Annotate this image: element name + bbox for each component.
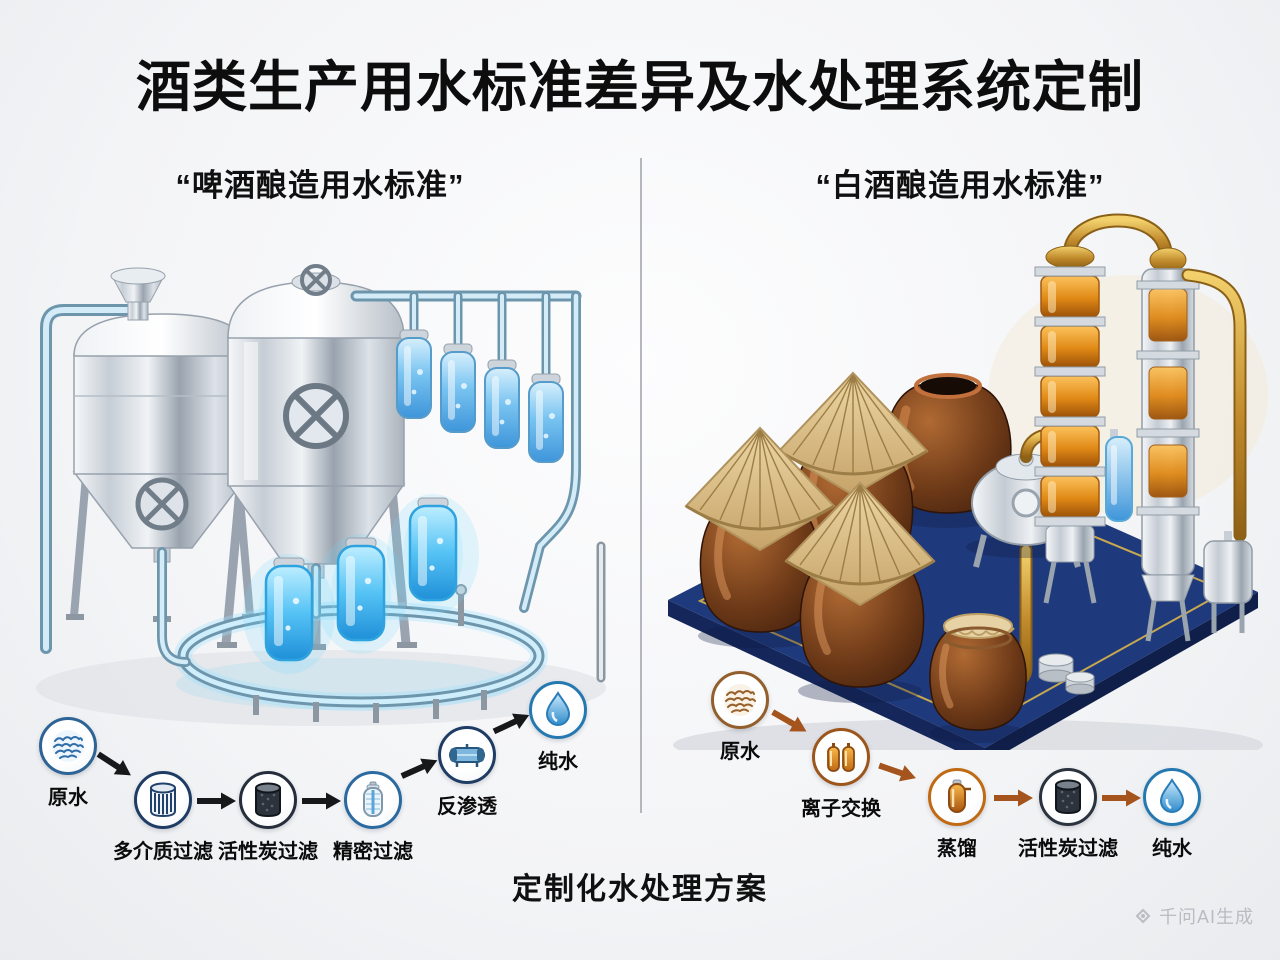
- flow-step-pure-water: 纯水: [529, 681, 587, 773]
- watermark: 千问AI生成: [1134, 903, 1254, 929]
- pipe-risers: [157, 541, 606, 683]
- baijiu-subtitle: “白酒酿造用水标准”: [815, 168, 1105, 203]
- footer-title: 定制化水处理方案: [512, 873, 768, 906]
- receiver-tank: [1203, 531, 1253, 633]
- fermenter-tank-left: [66, 267, 260, 622]
- flow-step-carbon-filter: 活性炭过滤: [218, 771, 318, 863]
- condenser-cylinder: [1105, 429, 1133, 522]
- flow-step-ion-exchange: 离子交换: [801, 728, 881, 820]
- flow-step-multimedia-filter: 多介质过滤: [113, 771, 213, 863]
- flow-step-reverse-osmosis: 反渗透: [437, 726, 497, 818]
- paper-lid-jar: [929, 613, 1027, 743]
- flow-step-distillation: 蒸馏: [928, 768, 986, 860]
- distillation-icon: [928, 768, 986, 826]
- flow-step-label: 离子交换: [801, 798, 881, 820]
- ceramic-jar: [784, 481, 936, 703]
- filter-cartridge: [484, 359, 520, 449]
- page-title: 酒类生产用水标准差异及水处理系统定制: [135, 56, 1144, 118]
- flow-arrow: [197, 792, 236, 810]
- flow-step-raw-water: 原水: [39, 717, 97, 809]
- flow-step-label: 原水: [720, 741, 760, 763]
- beer-brewing-illustration: [36, 264, 606, 726]
- flow-step-label: 活性炭过滤: [218, 841, 318, 863]
- center-divider: [640, 158, 642, 813]
- flow-step-label: 多介质过滤: [113, 841, 213, 863]
- coin-stack: [1038, 653, 1095, 695]
- ceramic-jar: [684, 426, 836, 648]
- raw-water-icon: [39, 717, 97, 775]
- distillation-column-silver: [1136, 247, 1247, 642]
- glow-canister: [387, 494, 479, 614]
- filter-cartridge: [440, 343, 476, 433]
- flow-arrow: [771, 709, 807, 732]
- raw-water-icon: [711, 671, 769, 729]
- flow-arrow: [492, 713, 530, 735]
- watermark-text: 千问AI生成: [1158, 907, 1254, 927]
- carbon-filter-icon: [239, 771, 297, 829]
- flow-step-label: 反渗透: [437, 796, 497, 818]
- beer-subtitle: “啤酒酿造用水标准”: [175, 168, 465, 203]
- flow-arrow: [878, 762, 916, 782]
- top-wheel-icon: [300, 264, 332, 296]
- multimedia-filter-icon: [134, 771, 192, 829]
- pure-water-icon: [529, 681, 587, 739]
- flow-step-precision-filter: 精密过滤: [333, 771, 413, 863]
- flow-step-label: 精密过滤: [333, 841, 413, 863]
- qwen-logo-icon: [1135, 908, 1151, 924]
- filter-cartridge: [528, 373, 564, 463]
- flow-step-label: 原水: [48, 787, 88, 809]
- carbon-filter-icon: [1039, 768, 1097, 826]
- precision-filter-icon: [344, 771, 402, 829]
- flow-step-pure-water: 纯水: [1143, 768, 1201, 860]
- reverse-osmosis-icon: [438, 726, 496, 784]
- ion-exchange-icon: [812, 728, 870, 786]
- flow-step-label: 蒸馏: [937, 838, 977, 860]
- flow-arrow: [1102, 789, 1141, 807]
- distillation-column-amber: [1034, 213, 1173, 604]
- floor-shadow: [36, 650, 606, 726]
- flow-step-label: 活性炭过滤: [1018, 838, 1118, 860]
- flow-step-carbon-filter: 活性炭过滤: [1018, 768, 1118, 860]
- filter-cartridge-row: [396, 329, 564, 463]
- glow-canister: [315, 534, 407, 654]
- flow-step-label: 纯水: [1152, 838, 1192, 860]
- flow-arrow: [400, 758, 438, 779]
- flow-step-label: 纯水: [538, 751, 578, 773]
- flow-step-raw-water: 原水: [711, 671, 769, 763]
- baijiu-distillery-illustration: [668, 213, 1268, 750]
- filter-cartridge: [396, 329, 432, 419]
- porthole-icon: [1011, 488, 1041, 518]
- flow-arrow: [994, 789, 1033, 807]
- pure-water-icon: [1143, 768, 1201, 826]
- pipe-frame: [40, 304, 144, 654]
- flow-arrow: [302, 792, 341, 810]
- glow-canister: [243, 554, 335, 674]
- flow-arrow: [96, 751, 131, 776]
- pipe-manifold: [350, 290, 582, 613]
